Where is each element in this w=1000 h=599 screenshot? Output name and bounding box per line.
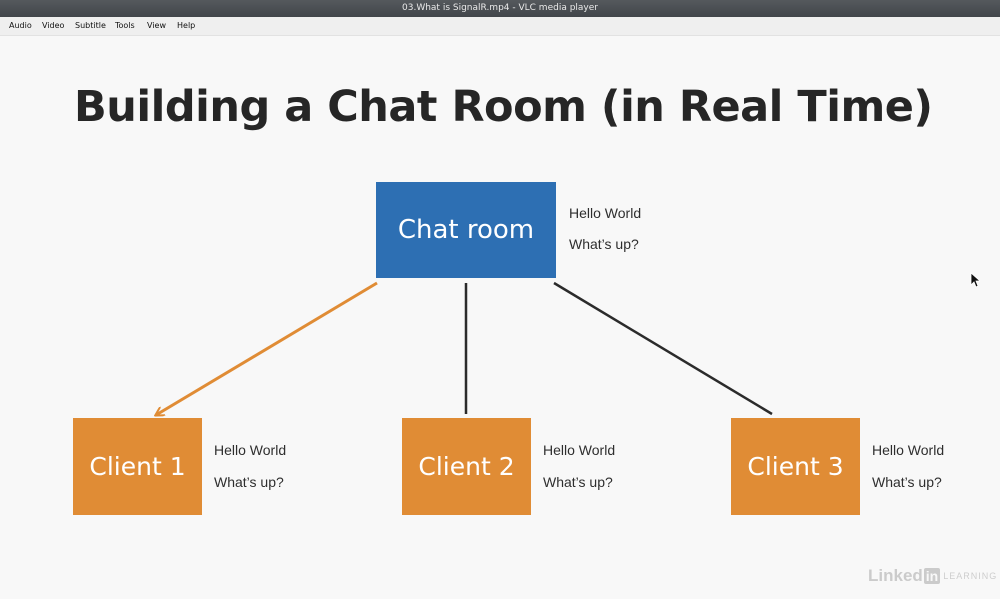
client-3-message-1: Hello World (872, 442, 945, 458)
menu-view[interactable]: View (147, 21, 166, 30)
client-1-box: Client 1 (73, 418, 202, 515)
line-to-client-3 (553, 281, 773, 416)
chat-room-box: Chat room (376, 182, 556, 278)
client-2-message-2: What’s up? (543, 474, 613, 490)
menu-video[interactable]: Video (42, 21, 65, 30)
watermark-suffix: LEARNING (943, 571, 998, 581)
client-2-label: Client 2 (418, 452, 515, 481)
menu-audio[interactable]: Audio (9, 21, 32, 30)
arrow-to-client-1 (156, 281, 378, 415)
client-3-box: Client 3 (731, 418, 860, 515)
watermark-brand: Linked (868, 566, 923, 585)
client-3-message-2: What’s up? (872, 474, 942, 490)
window-title-bar: 03.What is SignalR.mp4 - VLC media playe… (0, 0, 1000, 17)
linkedin-learning-watermark: Linked in LEARNING (868, 566, 997, 586)
client-2-box: Client 2 (402, 418, 531, 515)
menu-subtitle[interactable]: Subtitle (75, 21, 106, 30)
mouse-cursor-icon (970, 272, 980, 288)
chat-room-message-2: What’s up? (569, 236, 639, 252)
client-2-message-1: Hello World (543, 442, 616, 458)
menu-bar: Audio Video Subtitle Tools View Help (0, 17, 1000, 36)
menu-help[interactable]: Help (177, 21, 196, 30)
watermark-badge: in (923, 568, 941, 584)
menu-tools[interactable]: Tools (115, 21, 135, 30)
chat-room-label: Chat room (397, 215, 535, 245)
chat-room-message-1: Hello World (569, 205, 642, 221)
client-1-message-1: Hello World (214, 442, 287, 458)
client-1-message-2: What’s up? (214, 474, 284, 490)
client-3-label: Client 3 (747, 452, 844, 481)
window-title: 03.What is SignalR.mp4 - VLC media playe… (402, 3, 598, 13)
slide-title: Building a Chat Room (in Real Time) (74, 82, 933, 132)
client-1-label: Client 1 (89, 452, 186, 481)
